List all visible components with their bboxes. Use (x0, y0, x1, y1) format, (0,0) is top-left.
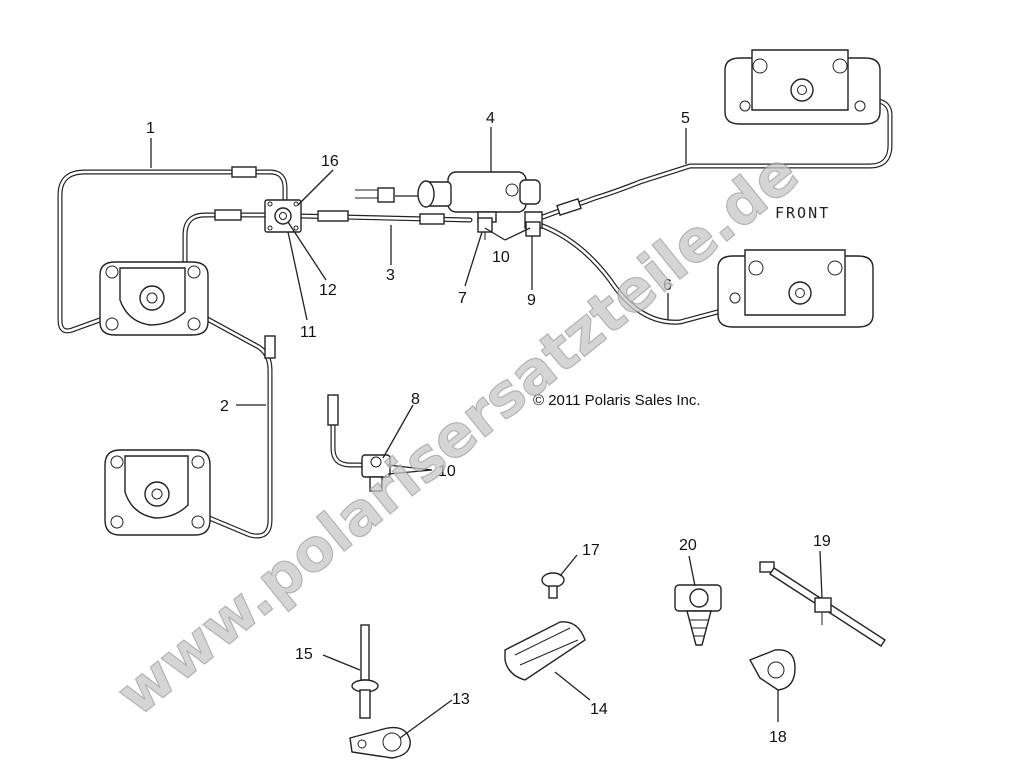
front-label: FRONT (775, 204, 830, 222)
callout-10-lower: 10 (438, 463, 456, 480)
fitting-line-2b (264, 335, 276, 359)
brake-line-1 (57, 169, 288, 334)
callout-11: 11 (300, 324, 317, 341)
watermark: www.polarisersatzteile.de (104, 138, 811, 729)
clamp-18 (749, 649, 796, 691)
brake-distribution-block (264, 199, 302, 233)
caliper-front-lower-right (717, 249, 874, 328)
fitting-line-1 (231, 166, 257, 178)
clamp-13 (349, 726, 411, 759)
callout-6: 6 (663, 277, 672, 294)
brake-line-5 (537, 97, 893, 221)
callout-17: 17 (582, 542, 600, 559)
callout-7: 7 (458, 290, 467, 307)
clip-14 (504, 621, 586, 681)
rivet-15 (351, 624, 379, 719)
callout-numbers: 1 2 3 4 5 6 7 8 9 10 10 11 12 13 14 15 1… (146, 110, 831, 746)
fitting-line-2 (214, 209, 242, 221)
cable-tie-19 (759, 561, 886, 647)
callout-18: 18 (769, 729, 787, 746)
callout-16: 16 (321, 153, 339, 170)
brake-line-8-assembly (327, 394, 391, 492)
callout-8: 8 (411, 391, 420, 408)
callout-5: 5 (681, 110, 690, 127)
caliper-front-upper-right (724, 49, 881, 125)
banjo-bolt-7 (477, 217, 493, 240)
clip-20 (674, 584, 722, 646)
callout-1: 1 (146, 120, 155, 137)
callout-20: 20 (679, 537, 697, 554)
banjo-bolt-9 (525, 221, 541, 237)
callout-9: 9 (527, 292, 536, 309)
callout-3: 3 (386, 267, 395, 284)
bolt-17 (541, 572, 565, 599)
brake-line-2 (182, 212, 273, 539)
callout-13: 13 (452, 691, 470, 708)
callout-15: 15 (295, 646, 313, 663)
callout-4: 4 (486, 110, 495, 127)
callout-10-upper: 10 (492, 249, 510, 266)
brake-line-3 (297, 210, 473, 225)
brake-line-6 (537, 222, 773, 325)
callout-12: 12 (319, 282, 337, 299)
caliper-rear-lower-left (104, 449, 211, 536)
callout-19: 19 (813, 533, 831, 550)
master-cylinder (355, 171, 543, 229)
leader-lines (150, 127, 823, 739)
copyright-text: © 2011 Polaris Sales Inc. (533, 392, 701, 409)
caliper-rear-upper-left (99, 261, 209, 336)
callout-14: 14 (590, 701, 608, 718)
callout-2: 2 (220, 398, 229, 415)
